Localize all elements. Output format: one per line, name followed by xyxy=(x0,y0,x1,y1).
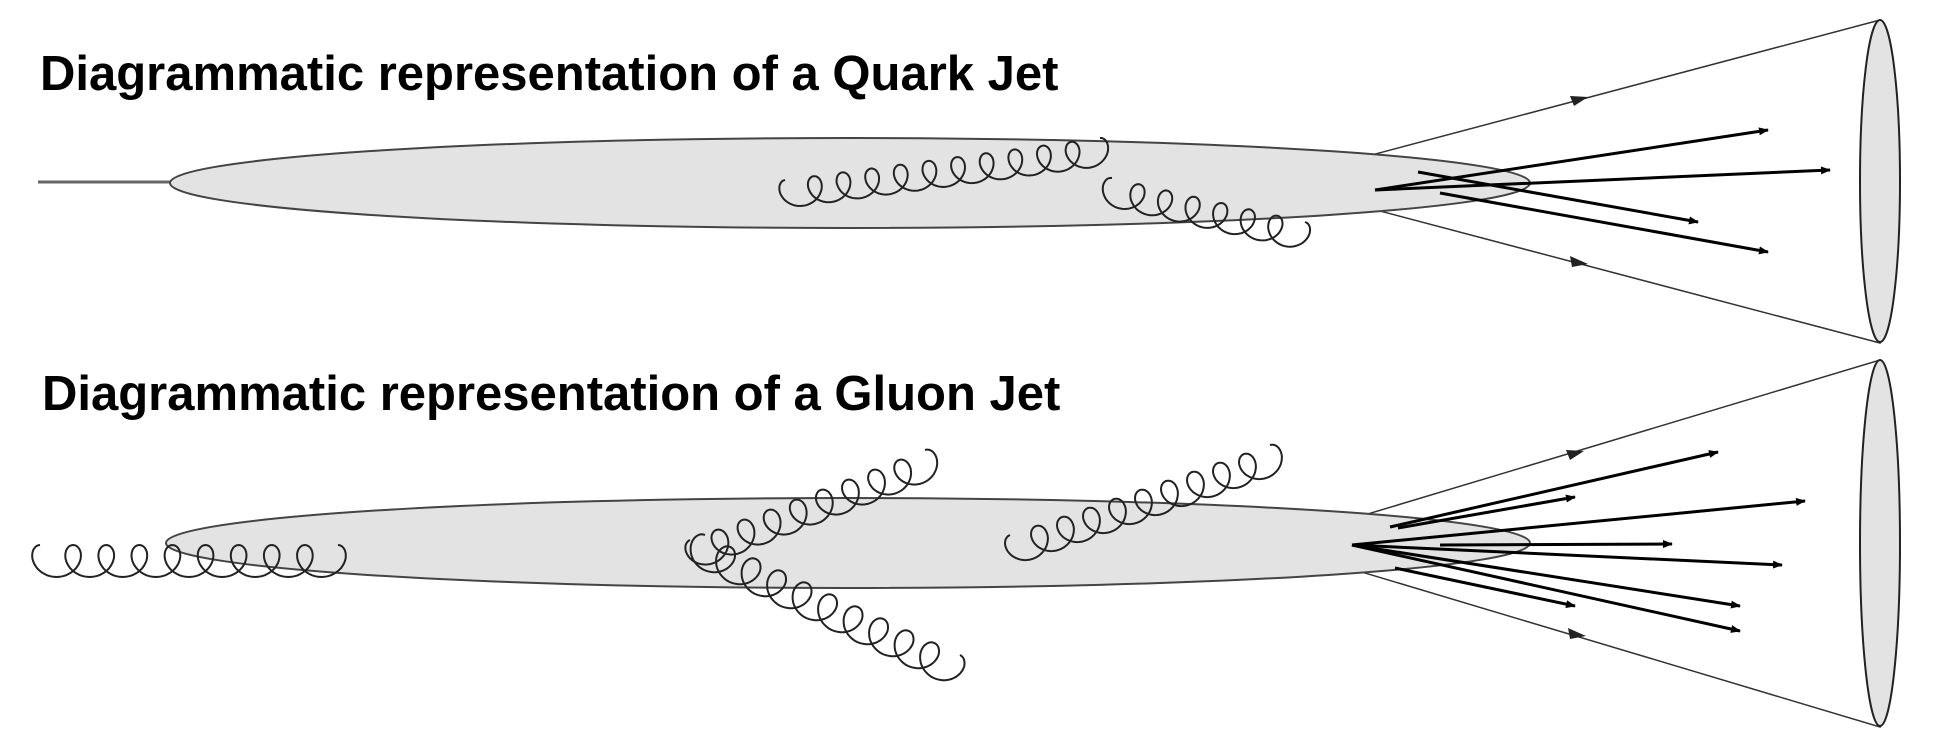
gluon-emission xyxy=(684,448,939,566)
particle-arrow xyxy=(1374,166,1831,192)
gluon-emission xyxy=(1101,176,1312,248)
quark-jet-title: Diagrammatic representation of a Quark J… xyxy=(40,47,1059,101)
quark-cone-cap xyxy=(1859,19,1901,343)
gluon-cone-cap xyxy=(1859,359,1901,727)
cone-edge-arrow xyxy=(1566,450,1584,460)
particle-arrow xyxy=(1389,450,1719,529)
particle-arrow xyxy=(1417,170,1699,225)
particle-arrow xyxy=(1351,497,1806,547)
particle-arrow xyxy=(1374,127,1769,192)
particle-arrow xyxy=(1394,566,1576,609)
cone-edge-arrow xyxy=(1570,96,1588,106)
gluon-emission xyxy=(689,533,966,682)
gluon-jet-ellipse xyxy=(165,497,1531,589)
particle-arrow xyxy=(1439,191,1769,255)
incoming-gluon-spring xyxy=(31,543,347,579)
gluon-jet-title: Diagrammatic representation of a Gluon J… xyxy=(42,367,1061,421)
quark-jet-diagram xyxy=(38,19,1901,344)
particle-arrow xyxy=(1351,543,1741,609)
gluon-emission xyxy=(1003,443,1283,562)
cone-edge-arrow xyxy=(1568,628,1586,639)
particle-arrow xyxy=(1439,540,1673,549)
particle-arrow xyxy=(1351,543,1783,569)
particle-arrow xyxy=(1351,543,1741,633)
gluon-emission xyxy=(778,137,1110,208)
particle-arrow xyxy=(1397,494,1576,530)
gluon-jet-diagram xyxy=(31,358,1901,729)
cone-edge-arrow xyxy=(1570,256,1588,267)
